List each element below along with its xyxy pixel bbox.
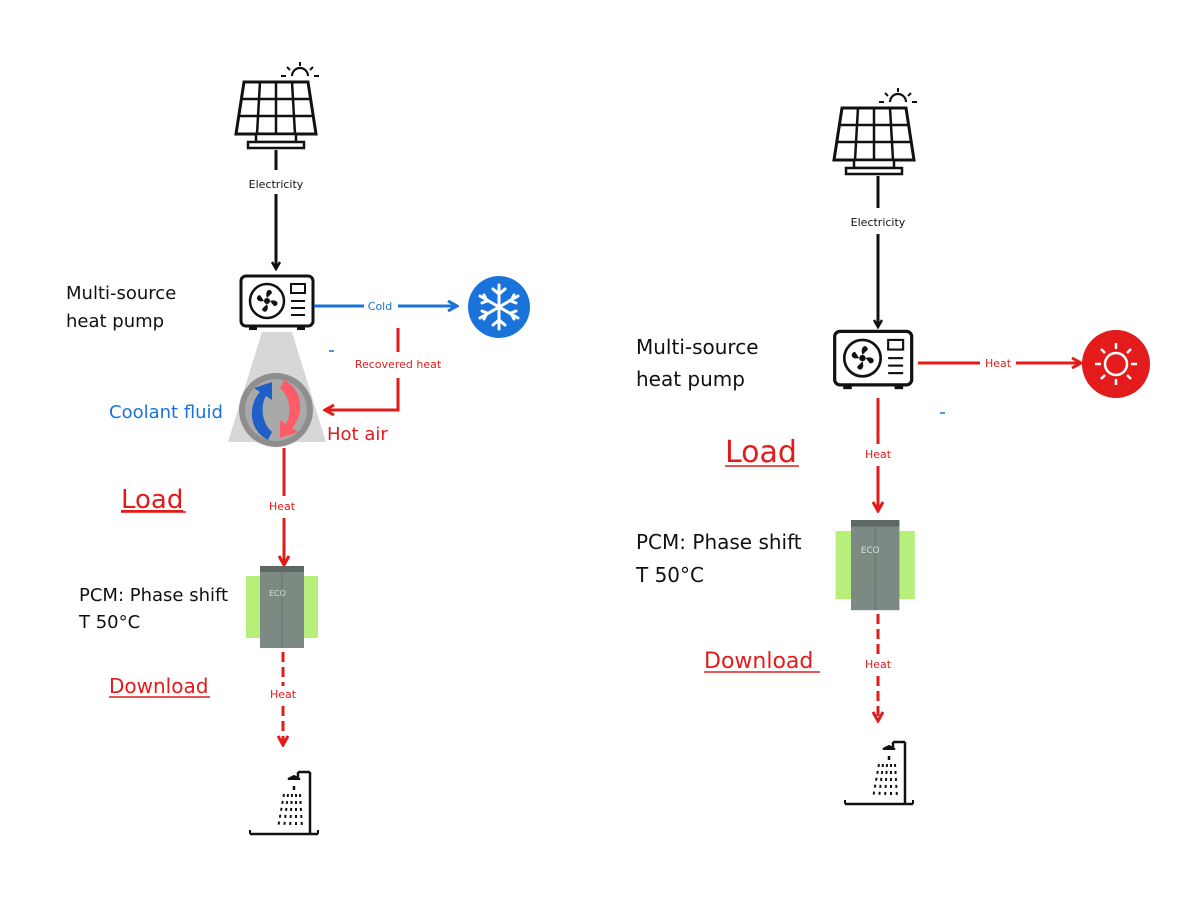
pcm-temp-label: T 50°C [78,612,140,633]
heat-pump-icon [833,329,914,391]
recovered-heat-label: Recovered heat [355,358,442,371]
load-label: Load [725,435,797,470]
download-label: Download [109,674,208,698]
recovered-heat-arrow [326,378,400,410]
download-label: Download [704,649,813,674]
pcm-tank-icon [835,519,916,611]
pcm-label: PCM: Phase shift [79,585,228,606]
load-heat-label: Heat [865,448,892,461]
shower-icon [843,740,915,806]
load-label: Load [121,485,183,515]
shower-icon [248,770,320,836]
coolant-fluid-label: Coolant fluid [109,402,223,423]
heat-pump-label: Multi-source [66,283,176,304]
solar-panel-icon [832,86,919,176]
heat-exchanger-icon [239,373,313,447]
snowflake-icon [468,276,530,338]
electricity-label: Electricity [249,178,304,191]
download-heat-label: Heat [270,688,297,701]
cold-label: Cold [368,300,392,313]
pcm-label: PCM: Phase shift [636,530,802,554]
sun-icon [1082,330,1150,398]
load-heat-label: Heat [269,500,296,513]
download-heat-label: Heat [865,658,892,671]
pcm-tank-icon [245,565,319,649]
heat-pump-label: Multi-source [636,335,759,359]
heat-pump-label-2: heat pump [66,311,164,332]
heat-pump-icon [239,274,315,332]
heat-pump-label-2: heat pump [636,367,745,391]
pcm-temp-label: T 50°C [635,563,704,587]
electricity-label: Electricity [851,216,906,229]
right-diagram: Electricity Multi-source heat pump Heat … [635,86,1150,806]
heat-out-label: Heat [985,357,1012,370]
left-diagram: Electricity Multi-source heat pump Cold [66,60,530,836]
solar-panel-icon [234,60,321,150]
hot-air-label: Hot air [327,424,388,445]
